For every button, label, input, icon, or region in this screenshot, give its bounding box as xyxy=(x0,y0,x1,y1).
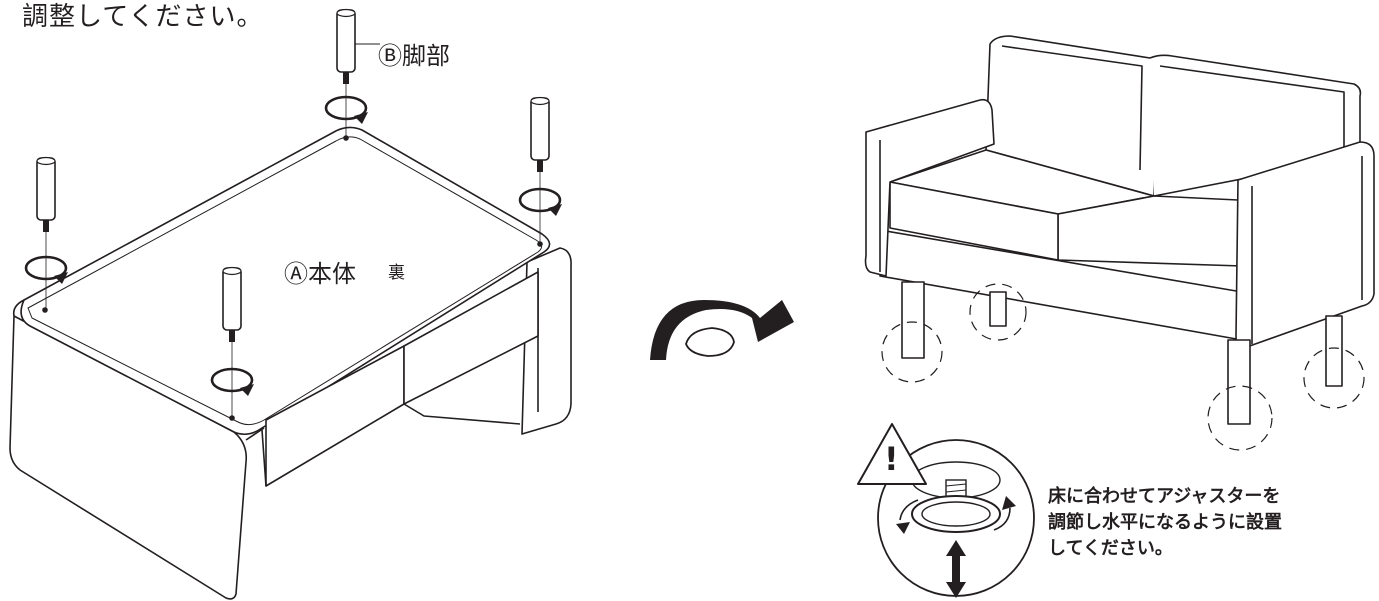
body-part-label: Ⓐ本体 xyxy=(284,260,356,288)
leg-top xyxy=(324,8,370,138)
leg-left xyxy=(24,156,70,310)
step-intro-text: 調整してください。 xyxy=(22,2,264,32)
adjuster-instruction: 床に合わせてアジャスターを 調節し水平になるように設置 してください。 xyxy=(1048,484,1348,562)
warning-exclamation: ! xyxy=(884,440,899,478)
sofa-upright xyxy=(864,35,1375,425)
table-body-bottom-view xyxy=(9,126,572,600)
leg-highlight-circles xyxy=(881,283,1365,451)
adjuster-instruction-line: してください。 xyxy=(1048,538,1173,559)
warning-icon xyxy=(857,423,927,485)
back-side-label: 裏 xyxy=(388,263,405,283)
leg-front xyxy=(210,266,256,418)
adjuster-instruction-line: 床に合わせてアジャスターを xyxy=(1048,486,1281,507)
adjuster-instruction-line: 調節し水平になるように設置 xyxy=(1048,512,1282,533)
flip-arrow-icon xyxy=(650,300,794,360)
leg-part-label: Ⓑ脚部 xyxy=(378,42,450,70)
leg-right xyxy=(518,96,564,244)
